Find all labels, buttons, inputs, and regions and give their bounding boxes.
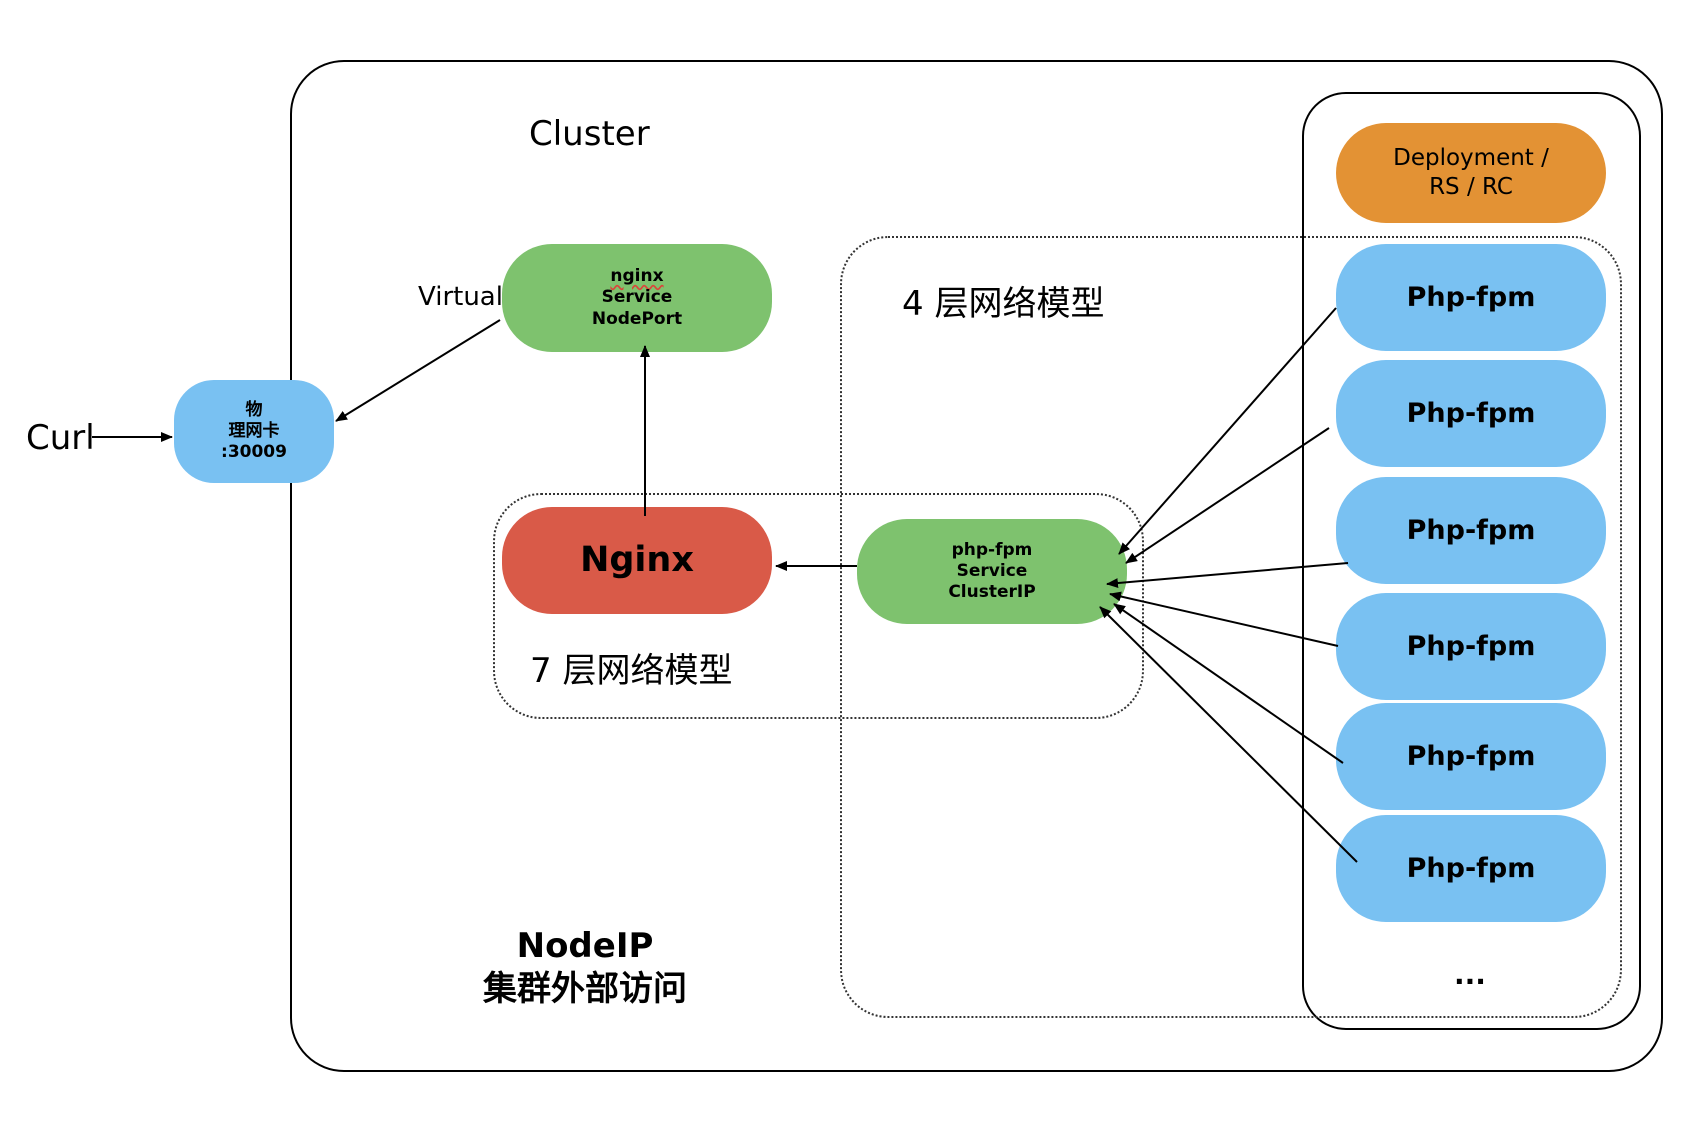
pod-label: Php-fpm [1406,281,1536,313]
php-fpm-pod[interactable]: Php-fpm [1336,360,1606,467]
php-fpm-pod[interactable]: Php-fpm [1336,703,1606,810]
phpfpm-service-name: php-fpm [951,539,1033,560]
arrow-pod-to-phpfpm-service [1109,591,1339,647]
deployment-line2: RS / RC [1429,174,1513,200]
pod-label: Php-fpm [1406,740,1536,772]
phpfpm-service-ip-type: ClusterIP [948,582,1036,603]
arrow-nginx-service-to-nic [335,319,501,422]
arrow-pod-to-phpfpm-service [1125,427,1330,564]
curl-label: Curl [26,418,95,458]
pod-label: Php-fpm [1406,852,1536,884]
footer-external-access: 集群外部访问 [483,968,687,1009]
pod-label: Php-fpm [1406,397,1536,429]
php-fpm-pod[interactable]: Php-fpm [1336,477,1606,584]
footer-label: NodeIP 集群外部访问 [440,925,730,1010]
arrow-pod-to-phpfpm-service [1113,603,1344,764]
nginx-service-port-type: NodePort [591,308,683,329]
cluster-frame [290,60,1663,1072]
arrow-pod-to-phpfpm-service [1106,562,1349,589]
layer4-label: 4 层网络模型 [902,284,1105,324]
deployment-group-frame [1302,92,1641,1030]
nic-port: :30009 [221,442,287,463]
nginx-node[interactable]: Nginx [502,507,772,614]
arrow-pod-to-phpfpm-service [1118,307,1337,555]
phpfpm-service-clusterip[interactable]: php-fpm Service ClusterIP [857,519,1127,624]
nic-line1: 物 [245,399,263,420]
nic-line2: 理网卡 [228,420,280,441]
deployment-line1: Deployment / [1393,145,1549,172]
footer-nodeip: NodeIP [516,926,654,966]
nginx-service-nodeport[interactable]: nginx Service NodePort [502,244,772,352]
php-fpm-pod[interactable]: Php-fpm [1336,244,1606,351]
cluster-label: Cluster [529,114,650,154]
layer7-region [493,493,1144,719]
layer7-label: 7 层网络模型 [530,651,733,691]
more-pods-ellipsis: ... [1454,958,1486,991]
nginx-service-type: Service [601,287,673,308]
pod-label: Php-fpm [1406,630,1536,662]
physical-nic-node[interactable]: 物 理网卡 :30009 [174,380,334,483]
nginx-service-name: nginx [610,266,664,287]
deployment-node[interactable]: Deployment / RS / RC [1336,123,1606,223]
php-fpm-pod[interactable]: Php-fpm [1336,815,1606,922]
arrow-pod-to-phpfpm-service [1099,606,1358,863]
layer4-region [840,236,1622,1018]
pod-label: Php-fpm [1406,514,1536,546]
phpfpm-service-type: Service [956,560,1028,581]
nginx-label: Nginx [580,539,694,580]
php-fpm-pod[interactable]: Php-fpm [1336,593,1606,700]
